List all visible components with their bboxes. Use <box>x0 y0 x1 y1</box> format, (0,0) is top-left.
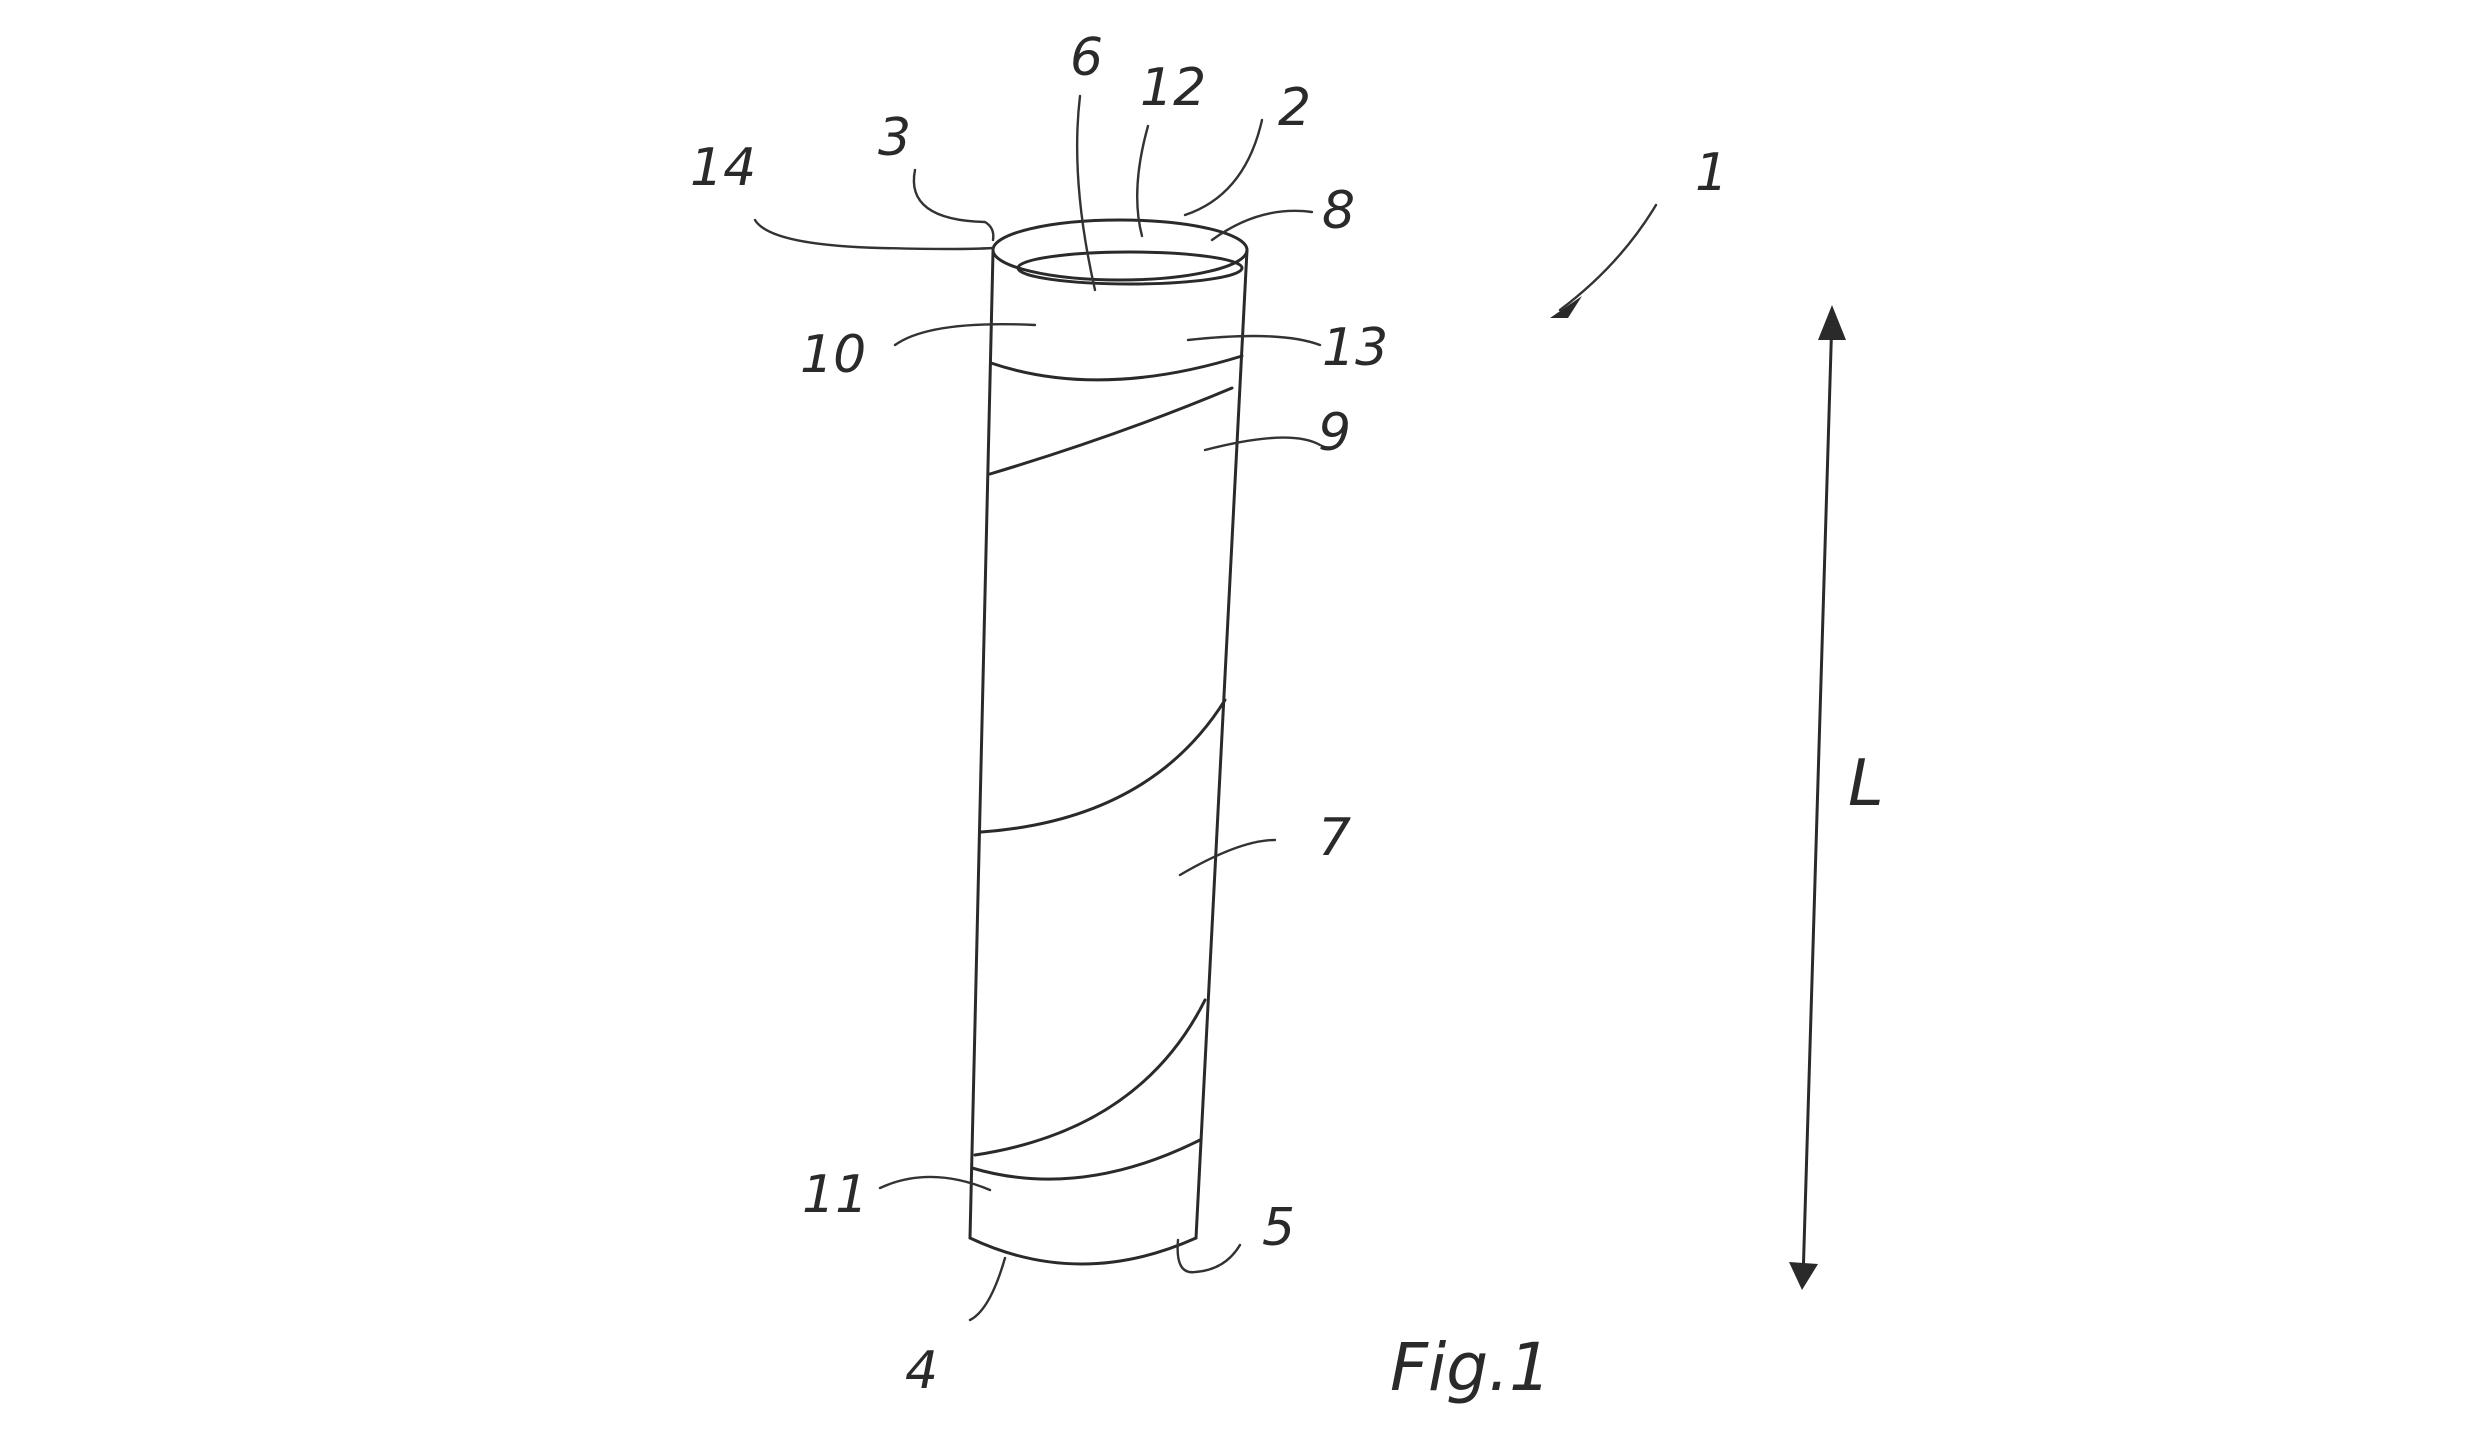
figure-caption: Fig.1 <box>1390 1329 1551 1406</box>
leader-10 <box>893 322 1037 347</box>
leader-11 <box>878 1175 992 1192</box>
numeral-5: 5 <box>1262 1198 1295 1258</box>
numeral-1: 1 <box>1695 143 1728 203</box>
numeral-7: 7 <box>1318 808 1351 868</box>
length-arrow-bottom-head <box>1789 1262 1818 1290</box>
length-label: L <box>1848 747 1884 821</box>
leader-6 <box>1075 94 1097 292</box>
helical-seam-1 <box>988 386 1234 476</box>
helical-seam-3 <box>973 998 1207 1157</box>
helical-seam-2 <box>979 698 1227 834</box>
tube-top-outer-rim <box>991 218 1249 282</box>
lower-band-edge <box>970 1138 1202 1181</box>
leader-5 <box>1176 1238 1242 1274</box>
numeral-11: 11 <box>802 1165 868 1225</box>
numeral-3: 3 <box>878 108 911 168</box>
length-arrow-top-head <box>1818 305 1846 340</box>
leader-8 <box>1210 209 1314 242</box>
reference-numerals: 1 2 3 4 5 6 7 8 9 10 11 12 13 14 L <box>690 28 1884 1401</box>
numeral-9: 9 <box>1318 403 1351 463</box>
upper-band-edge <box>989 354 1244 382</box>
numeral-12: 12 <box>1140 58 1206 118</box>
tube <box>968 218 1249 1266</box>
length-axis-arrow <box>1789 305 1846 1290</box>
numeral-8: 8 <box>1322 181 1355 241</box>
numeral-13: 13 <box>1322 318 1388 378</box>
leader-12 <box>1136 124 1150 238</box>
leader-7 <box>1178 838 1277 877</box>
leader-3 <box>912 168 995 242</box>
numeral-4: 4 <box>905 1341 938 1401</box>
numeral-6: 6 <box>1070 28 1103 88</box>
leader-1-arrow <box>1558 203 1658 312</box>
numeral-14: 14 <box>690 138 756 198</box>
numeral-2: 2 <box>1278 78 1311 138</box>
leader-4 <box>968 1256 1007 1322</box>
arrow-1-head <box>1550 296 1582 318</box>
leader-lines <box>753 94 1658 1322</box>
leader-14 <box>753 218 995 251</box>
leader-2 <box>1183 118 1264 217</box>
numeral-10: 10 <box>800 325 866 385</box>
leader-13 <box>1186 334 1322 347</box>
tube-bottom-rim <box>968 1236 1198 1266</box>
tube-left-wall <box>968 250 995 1240</box>
leader-9 <box>1203 436 1322 452</box>
tube-top-inner-rim <box>1016 250 1244 286</box>
tube-right-wall <box>1194 248 1249 1240</box>
